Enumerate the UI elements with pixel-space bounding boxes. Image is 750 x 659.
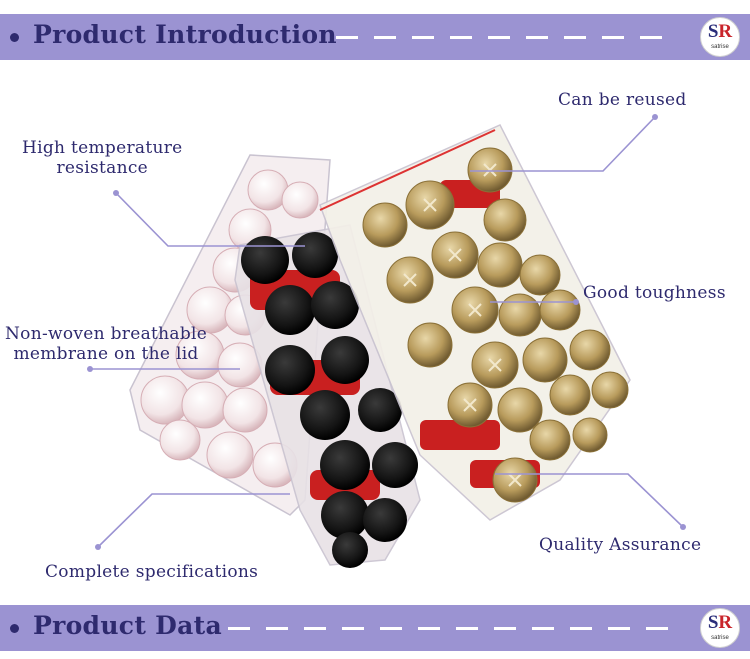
header-banner: Product Introduction SR satrise — [0, 14, 750, 60]
satrise-logo-icon: SR satrise — [700, 17, 740, 57]
banner-dash — [532, 627, 554, 630]
banner-dash — [266, 627, 288, 630]
banner-dash — [456, 627, 478, 630]
banner-dash — [336, 36, 358, 39]
logo-brand-text: satrise — [711, 635, 729, 641]
logo-letters: SR — [707, 21, 733, 42]
banner-dash — [488, 36, 510, 39]
callout-membrane-line1: Non-woven breathable — [5, 324, 208, 344]
banner-dash — [640, 36, 662, 39]
banner-dash — [412, 36, 434, 39]
banner-dash — [608, 627, 630, 630]
banner-dash — [228, 627, 250, 630]
callout-good-toughness: Good toughness — [583, 283, 726, 303]
callout-complete-specifications: Complete specifications — [45, 562, 259, 582]
callout-quality-assurance: Quality Assurance — [539, 535, 702, 555]
banner-dash — [526, 36, 548, 39]
bullet-dot-icon — [10, 33, 19, 42]
callout-membrane: Non-woven breathable membrane on the lid — [5, 324, 207, 364]
footer-banner: Product Data SR satrise — [0, 605, 750, 651]
banner-dash — [342, 627, 364, 630]
satrise-logo-icon: SR satrise — [700, 608, 740, 648]
bag-black-lids — [234, 224, 421, 568]
bullet-dot-icon — [10, 624, 19, 633]
banner-dash — [570, 627, 592, 630]
banner-dash — [380, 627, 402, 630]
callout-high-temperature-line1: High temperature — [22, 138, 183, 158]
section-title-product-data: Product Data — [33, 611, 223, 640]
logo-brand-text: satrise — [711, 44, 729, 50]
logo-letters: SR — [707, 612, 733, 633]
banner-dash — [374, 36, 396, 39]
banner-dash — [602, 36, 624, 39]
section-title-product-introduction: Product Introduction — [33, 20, 337, 49]
callout-high-temperature: High temperature resistance — [22, 138, 182, 178]
banner-dash — [450, 36, 472, 39]
callout-high-temperature-line2: resistance — [56, 158, 149, 178]
callout-can-be-reused: Can be reused — [558, 90, 687, 110]
banner-dash — [564, 36, 586, 39]
callout-membrane-line2: membrane on the lid — [13, 344, 199, 364]
banner-dash — [304, 627, 326, 630]
banner-dash — [494, 627, 516, 630]
banner-dash — [418, 627, 440, 630]
banner-dash — [646, 627, 668, 630]
